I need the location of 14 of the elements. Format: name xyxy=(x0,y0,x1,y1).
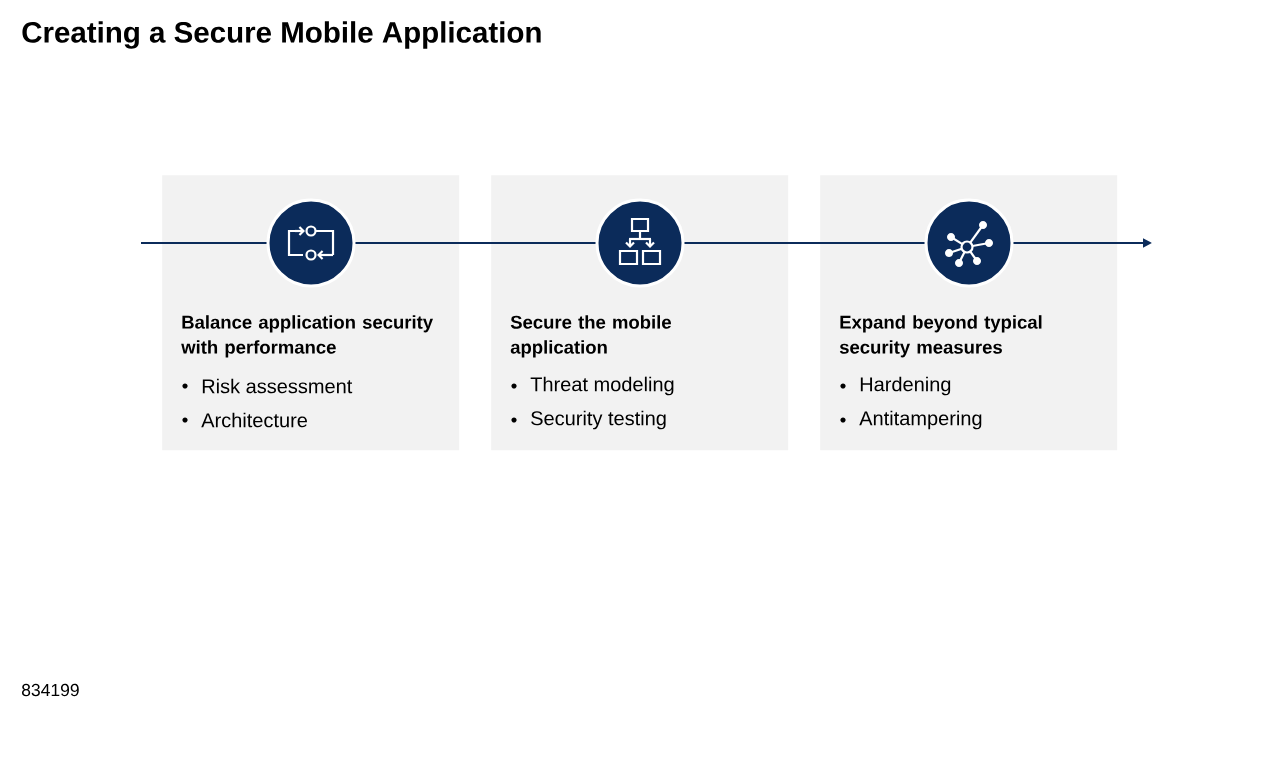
bullet-item: Security testing xyxy=(511,410,666,430)
bullet-item: Threat modeling xyxy=(511,376,674,396)
connector-line xyxy=(354,242,597,244)
bullet-item: Architecture xyxy=(182,412,307,428)
step-heading: Balance application security with performance xyxy=(181,315,433,358)
step-heading: Secure the mobile application xyxy=(510,315,671,358)
title: Creating a Secure Mobile Application xyxy=(22,21,541,49)
bullet-item: Hardening xyxy=(840,376,951,396)
bullet-item: Antitampering xyxy=(840,410,982,430)
bullet-item: Risk assessment xyxy=(182,378,353,394)
connector-line xyxy=(683,242,926,244)
figure-number: 834199 xyxy=(21,683,79,697)
connector-line xyxy=(140,242,268,244)
step-heading: Expand beyond typical security measures xyxy=(839,315,1042,358)
